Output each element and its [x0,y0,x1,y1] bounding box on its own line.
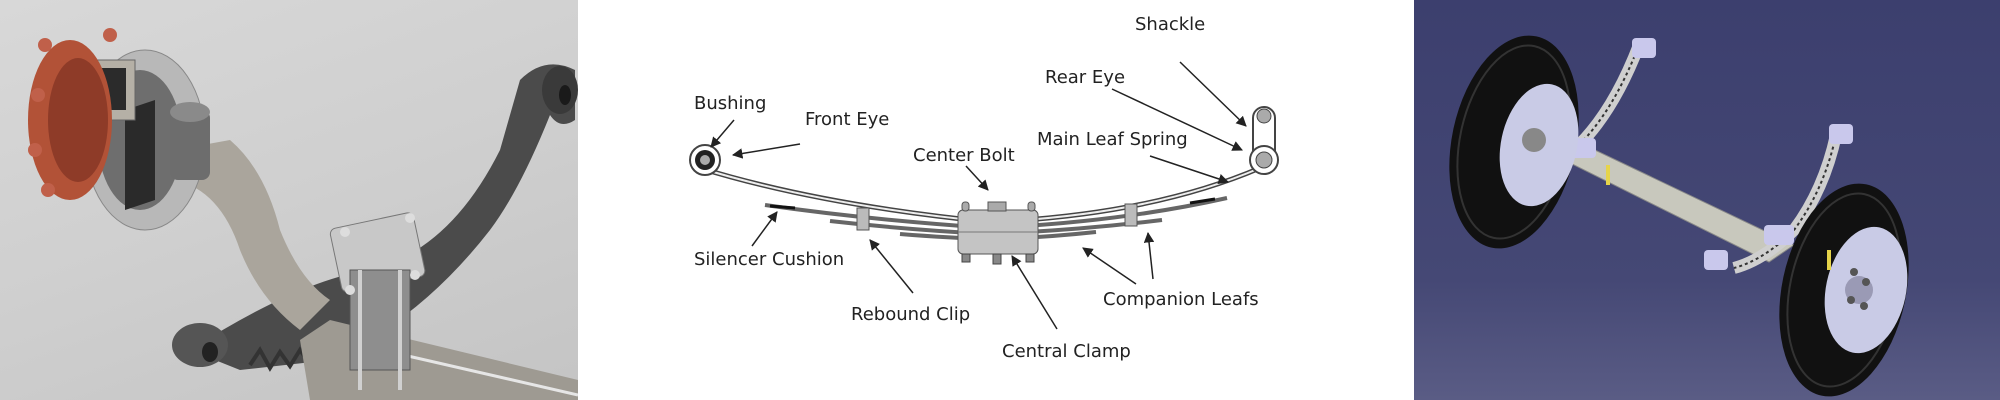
label-central-clamp: Central Clamp [1002,341,1131,362]
label-front-eye: Front Eye [805,109,889,130]
arrow-shackle [1179,61,1247,127]
label-companion-leafs: Companion Leafs [1103,289,1259,310]
render-illustration [28,28,578,400]
arrow-center-bolt [965,165,989,191]
spring-front-eye [172,323,228,367]
axle-beam [1542,139,1796,263]
render-panel [0,0,578,400]
label-center-bolt: Center Bolt [913,145,1015,166]
label-silencer-cushion: Silencer Cushion [694,249,844,270]
center-bolt [987,201,1007,212]
rebound-clip-front [856,207,870,231]
silencer-cushion-mark [769,204,796,210]
arrow-bushing [710,119,735,148]
axle-tube [300,320,578,400]
cad-illustration [1449,35,1909,397]
arrow-companion-2 [1143,231,1155,280]
arrow-central-clamp [1011,255,1058,330]
leaf-spring-ribs [248,346,312,372]
rebound-clip-rear [1124,203,1138,227]
arrow-rebound [869,239,914,294]
arrow-main-leaf [1149,155,1229,184]
hanger [1632,38,1656,58]
arrow-silencer [751,211,778,247]
leaf-spring-diagram: Shackle Rear Eye Bushing Front Eye Main … [689,14,1279,362]
diagram-panel: Shackle Rear Eye Bushing Front Eye Main … [578,0,1414,400]
cad-panel [1414,0,2000,400]
label-shackle: Shackle [1135,14,1205,35]
arrow-rear-eye [1111,88,1243,151]
label-rebound-clip: Rebound Clip [851,304,970,325]
arrow-companion-1 [1082,247,1137,285]
label-bushing: Bushing [694,93,766,114]
kingpin [170,110,210,180]
arrow-front-eye [731,143,801,159]
axle-arm [175,140,330,330]
label-rear-eye: Rear Eye [1045,67,1125,88]
label-main-leaf-spring: Main Leaf Spring [1037,129,1188,150]
